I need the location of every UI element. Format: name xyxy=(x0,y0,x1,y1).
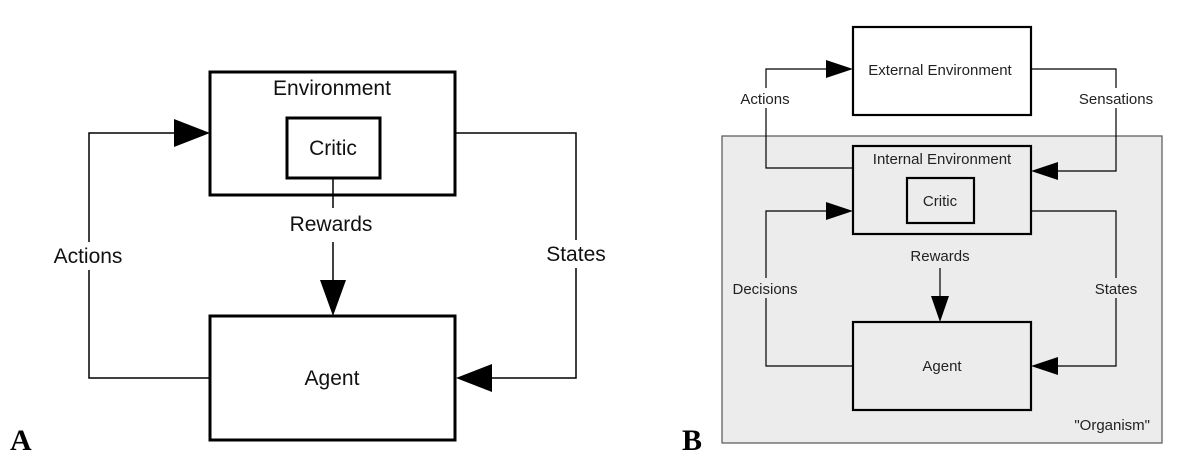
b-sensations-arrowhead xyxy=(1031,162,1058,180)
a-rewards-label: Rewards xyxy=(290,213,373,236)
a-actions-label-bg xyxy=(48,242,130,270)
a-rewards-arrowhead xyxy=(320,280,346,316)
b-organism-label: "Organism" xyxy=(1074,417,1150,434)
b-sensations-loop xyxy=(1031,68,1117,172)
b-sensations-label: Sensations xyxy=(1079,91,1153,108)
b-rewards-label: Rewards xyxy=(910,248,969,265)
b-actions-arrowhead xyxy=(826,60,853,78)
b-decisions-label-bg xyxy=(726,278,806,298)
b-actions-loop xyxy=(765,68,853,169)
b-states-label-bg xyxy=(1086,278,1146,298)
b-states-arrowhead xyxy=(1031,357,1058,375)
a-states-label-bg xyxy=(540,240,612,268)
panel-a: Environment Critic Rewards Agent Actions… xyxy=(10,70,612,457)
panel-a-letter: A xyxy=(10,424,32,457)
a-critic-label: Critic xyxy=(309,137,357,160)
b-external-environment-box xyxy=(851,25,1033,117)
a-agent-label: Agent xyxy=(305,367,360,390)
b-decisions-label: Decisions xyxy=(732,281,797,298)
b-decisions-arrowhead xyxy=(826,202,853,220)
b-critic-box xyxy=(905,176,976,225)
a-environment-label: Environment xyxy=(273,77,391,100)
b-agent-box xyxy=(851,320,1033,412)
a-actions-label: Actions xyxy=(54,245,123,268)
b-actions-label-bg xyxy=(734,88,798,108)
b-internal-environment-label: Internal Environment xyxy=(873,151,1012,168)
a-states-label: States xyxy=(546,243,606,266)
b-sensations-label-bg xyxy=(1073,88,1159,108)
b-actions-label: Actions xyxy=(740,91,789,108)
b-rewards-arrowhead xyxy=(931,296,949,322)
b-external-environment-label: External Environment xyxy=(868,62,1012,79)
b-states-label: States xyxy=(1095,281,1138,298)
a-states-arrowhead xyxy=(456,364,492,392)
a-actions-arrowhead xyxy=(174,119,210,147)
b-agent-label: Agent xyxy=(922,358,962,375)
b-critic-label: Critic xyxy=(923,193,958,210)
panel-b: "Organism" External Environment Actions … xyxy=(682,25,1163,457)
panel-b-letter: B xyxy=(682,424,702,457)
